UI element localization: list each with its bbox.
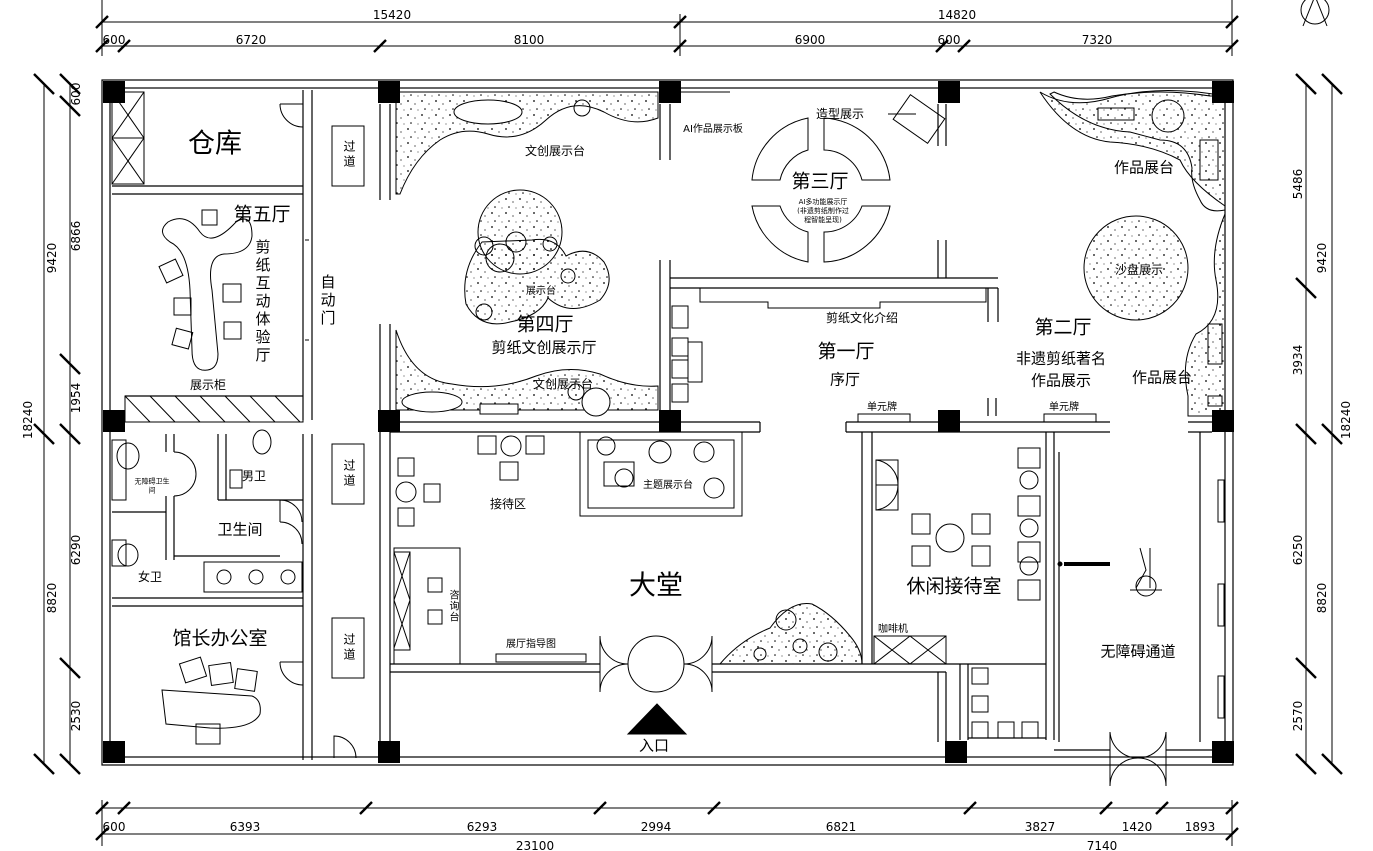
dim-left-total: 18240	[21, 400, 35, 440]
label-passage-3: 过道	[342, 633, 356, 663]
label-accessible-wc: 无障碍卫生间	[134, 477, 170, 494]
dim-left-outer-2: 8820	[45, 582, 59, 614]
dim-right-inner-2: 3934	[1291, 344, 1305, 376]
dim-bottom-inner-2: 6393	[229, 820, 261, 834]
label-men: 男卫	[241, 469, 267, 483]
label-lounge: 休闲接待室	[906, 575, 1002, 598]
label-accessible-path: 无障碍通道	[1100, 642, 1176, 661]
label-coffee: 咖啡机	[878, 624, 908, 635]
dim-left-inner-5: 2530	[69, 700, 83, 732]
label-auto-door: 自动门	[318, 274, 337, 328]
label-hall2-sub: 非遗剪纸著名作品展示	[1015, 349, 1106, 389]
dim-bottom-outer-1: 23100	[515, 839, 555, 851]
label-warehouse: 仓库	[188, 128, 242, 160]
label-women: 女卫	[137, 570, 163, 584]
dim-top-inner-3: 8100	[513, 33, 545, 47]
dim-top-inner-1: 600	[102, 33, 126, 47]
dim-right-outer-2: 8820	[1315, 582, 1329, 614]
organic-display-areas	[395, 89, 1226, 665]
dim-right-inner-1: 5486	[1291, 168, 1305, 200]
label-hall2-title: 第二厅	[1034, 316, 1092, 339]
dimension-ticks	[33, 15, 1343, 841]
dim-bottom-inner-1: 600	[102, 820, 126, 834]
dim-top-inner-2: 6720	[235, 33, 267, 47]
label-ai-board: AI作品展示板	[683, 124, 743, 135]
label-hall1-title: 第一厅	[817, 340, 875, 363]
label-director-office: 馆长办公室	[172, 627, 268, 650]
dim-bottom-inner-7: 1420	[1121, 820, 1153, 834]
dim-top-inner-6: 7320	[1081, 33, 1113, 47]
dim-bottom-outer-2: 7140	[1086, 839, 1118, 851]
dim-bottom-inner-8: 1893	[1184, 820, 1216, 834]
label-theme-stand: 主题展示台	[643, 480, 693, 491]
dim-left-inner-2: 6866	[69, 220, 83, 252]
dim-left-inner-3: 1954	[69, 382, 83, 414]
dim-bottom-inner-6: 3827	[1024, 820, 1056, 834]
label-hall5-sub: 剪纸互动体验厅	[253, 239, 272, 365]
label-hall4-sub: 剪纸文创展示厅	[491, 338, 597, 357]
label-works-stand-top: 作品展台	[1113, 158, 1175, 177]
dim-top-outer-2: 14820	[937, 8, 977, 22]
dim-bottom-inner-4: 2994	[640, 820, 672, 834]
fixtures	[111, 91, 1226, 787]
dim-top-inner-5: 600	[937, 33, 961, 47]
label-passage-1: 过道	[342, 140, 356, 170]
label-entrance: 入口	[638, 736, 670, 755]
dim-top-outer-1: 15420	[372, 8, 412, 22]
label-consult-desk: 咨询台	[447, 589, 458, 623]
label-wenchuang-bottom: 文创展示台	[532, 377, 594, 391]
label-shape-display: 造型展示	[815, 107, 865, 121]
dim-left-inner-1: 600	[69, 82, 83, 106]
label-hall3-sub: AI多功能展示厅 (非遗剪纸制作过 程智能呈现)	[797, 197, 849, 224]
label-hall1-sub: 序厅	[829, 370, 861, 389]
label-sand-table: 沙盘展示	[1114, 263, 1164, 277]
label-wenchuang-top: 文创展示台	[524, 144, 586, 158]
label-hall5-title: 第五厅	[233, 203, 291, 226]
dim-bottom-inner-5: 6821	[825, 820, 857, 834]
label-works-stand-right: 作品展台	[1131, 368, 1193, 387]
label-display-stand: 展示台	[526, 286, 556, 297]
label-passage-2: 过道	[342, 459, 356, 489]
dim-right-outer-1: 9420	[1315, 242, 1329, 274]
dim-top-inner-4: 6900	[794, 33, 826, 47]
label-guide-map: 展厅指导图	[506, 639, 556, 650]
label-reception-area: 接待区	[489, 497, 527, 511]
north-arrow-icon	[1300, 0, 1330, 27]
structural-columns	[103, 81, 1234, 763]
label-unit-sign-2: 单元牌	[1049, 402, 1079, 413]
label-lobby: 大堂	[629, 570, 683, 602]
label-unit-sign-1: 单元牌	[867, 402, 897, 413]
dim-left-inner-4: 6290	[69, 534, 83, 566]
label-toilet: 卫生间	[217, 520, 263, 539]
label-hall4-title: 第四厅	[516, 313, 574, 336]
label-papercut-intro: 剪纸文化介绍	[825, 311, 899, 325]
label-hall3-title: 第三厅	[791, 170, 849, 193]
dim-right-total: 18240	[1339, 400, 1353, 440]
tree-cluster-icons	[474, 99, 838, 662]
label-display-cabinet: 展示柜	[189, 378, 227, 392]
dim-right-inner-3: 6250	[1291, 534, 1305, 566]
dim-left-outer-1: 9420	[45, 242, 59, 274]
dim-bottom-inner-3: 6293	[466, 820, 498, 834]
dim-right-inner-4: 2570	[1291, 700, 1305, 732]
